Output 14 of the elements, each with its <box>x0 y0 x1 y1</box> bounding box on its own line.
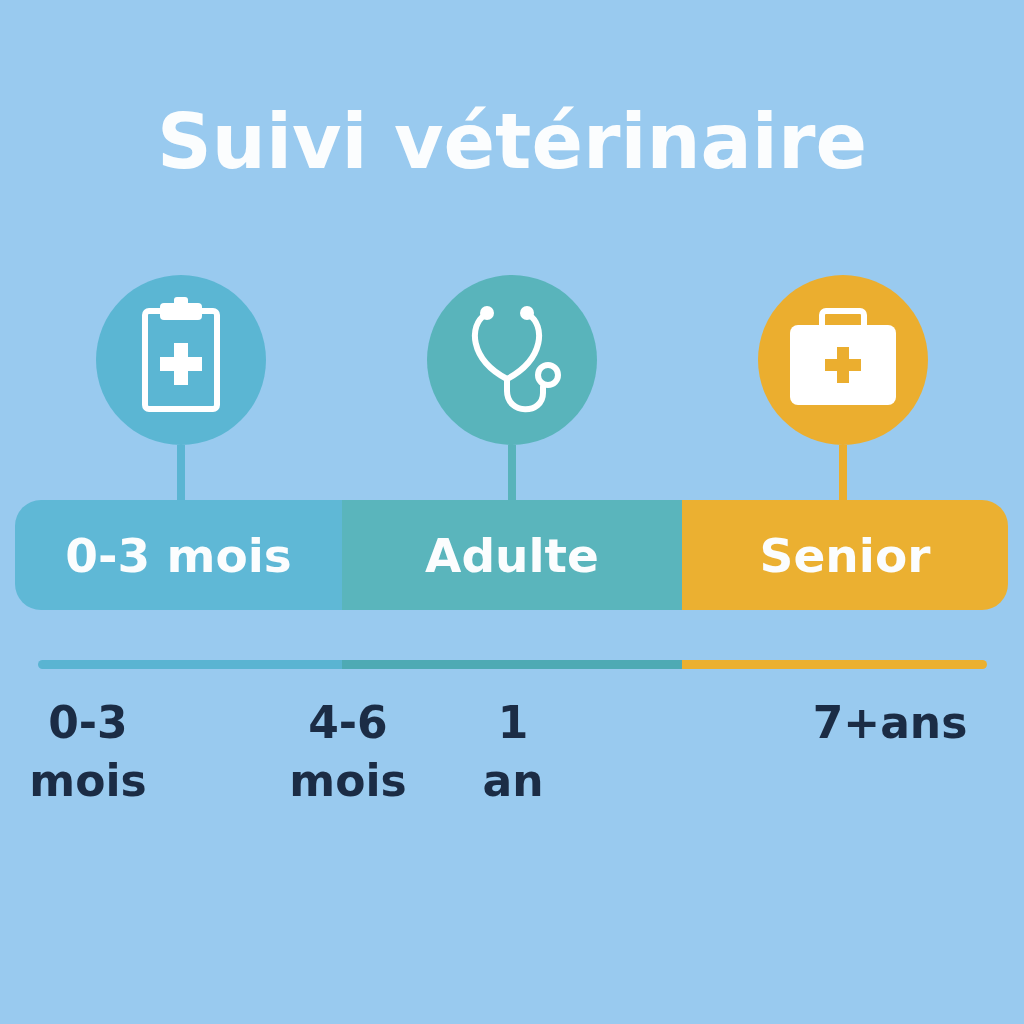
connector-line <box>177 445 185 500</box>
stage-segment: Senior <box>682 500 1008 610</box>
age-label: 4-6 mois <box>289 696 407 808</box>
stage-segment: Adulte <box>342 500 682 610</box>
age-label: 7+ans <box>812 696 968 750</box>
title: Suivi vétérinaire <box>157 96 867 188</box>
medical-kit-icon <box>758 275 928 445</box>
age-label: 1 an <box>482 696 544 808</box>
age-label: 0-3 mois <box>29 696 147 808</box>
stethoscope-icon <box>427 275 597 445</box>
clipboard-icon <box>96 275 266 445</box>
connector-line <box>508 445 516 500</box>
connector-line <box>839 445 847 500</box>
stage-segment: 0-3 mois <box>15 500 342 610</box>
